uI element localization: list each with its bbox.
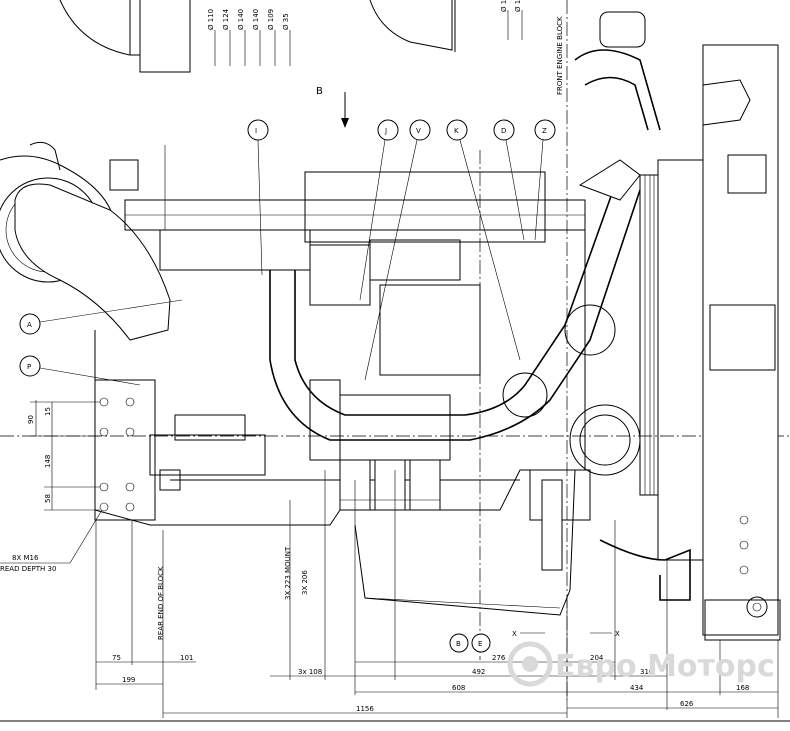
dim-101: 101 — [180, 654, 193, 662]
dim-626: 626 — [680, 700, 694, 708]
diameter-label: Ø 110 — [207, 9, 215, 30]
top-partial-view — [59, 0, 523, 73]
callout-j — [359, 119, 399, 301]
callout-d — [493, 119, 525, 241]
horizontal-dimensions — [0, 470, 790, 722]
watermark-gear-icon — [507, 641, 553, 687]
vertical-dimensions — [30, 400, 100, 511]
view-marker: B — [316, 86, 323, 97]
callout-label: A — [27, 321, 32, 329]
turbocharger — [0, 141, 171, 341]
callout-label: K — [454, 127, 459, 135]
callout-k — [446, 119, 521, 361]
dim-199: 199 — [122, 676, 135, 684]
callout-label: D — [501, 127, 506, 135]
vertical-dim-label: 58 — [44, 494, 52, 503]
vertical-dim-label: 15 — [44, 407, 52, 416]
view-arrow — [341, 92, 349, 128]
callout-label: B — [456, 640, 461, 648]
diameter-label: Ø 1 — [500, 0, 508, 12]
callout-label: I — [255, 127, 257, 135]
oil-pan — [354, 469, 576, 616]
dim-1156: 1156 — [356, 705, 374, 713]
callout-e — [471, 633, 491, 653]
front-engine-block-label: FRONT ENGINE BLOCK — [556, 16, 564, 95]
expansion-tank — [599, 11, 646, 48]
radiator — [599, 44, 781, 641]
dim-206-label: 3X 206 — [301, 570, 309, 595]
dim-168: 168 — [736, 684, 749, 692]
callout-b — [449, 633, 469, 653]
callout-label: J — [384, 127, 387, 135]
vertical-dim-label: 148 — [44, 455, 52, 468]
mount-label: 3X 223 MOUNT — [284, 546, 292, 600]
diameter-label: Ø 140 — [237, 9, 245, 30]
dim-434: 434 — [630, 684, 644, 692]
dim-276: 276 — [492, 654, 506, 662]
diameter-label: Ø 140 — [252, 9, 260, 30]
section-mark: X — [615, 630, 620, 638]
dim-204: 204 — [590, 654, 604, 662]
dim-608: 608 — [452, 684, 465, 692]
thread-depth-label: READ DEPTH 30 — [0, 565, 56, 573]
section-mark: X — [512, 630, 517, 638]
callout-label: P — [27, 363, 31, 371]
bolt-spec-label: 8X M16 — [12, 554, 39, 562]
diameter-label: Ø 124 — [222, 8, 230, 30]
vertical-dim-label: 90 — [27, 415, 35, 424]
dim-75: 75 — [112, 654, 121, 662]
dim-492: 492 — [472, 668, 485, 676]
diameter-label: Ø 1 — [514, 0, 522, 12]
engine-mounts — [99, 397, 135, 512]
upper-coolant-pipe — [574, 49, 661, 131]
callout-label: E — [478, 640, 482, 648]
rear-end-of-block-label: REAR END OF BLOCK — [157, 566, 165, 640]
dim-310: 310 — [640, 668, 653, 676]
callout-v — [364, 119, 431, 381]
diameter-label: Ø 109 — [267, 9, 275, 30]
dim-3x108: 3x 108 — [298, 668, 322, 676]
callout-label: Z — [542, 127, 547, 135]
callout-i — [247, 119, 269, 276]
charge-air-pipe — [269, 189, 641, 441]
diameter-label: Ø 35 — [282, 13, 290, 30]
watermark: Евро Моторс — [555, 649, 775, 684]
pulleys — [502, 304, 641, 571]
callout-label: V — [416, 127, 421, 135]
callout-a — [19, 299, 183, 335]
callout-z — [534, 119, 556, 241]
callout-p — [19, 355, 141, 386]
